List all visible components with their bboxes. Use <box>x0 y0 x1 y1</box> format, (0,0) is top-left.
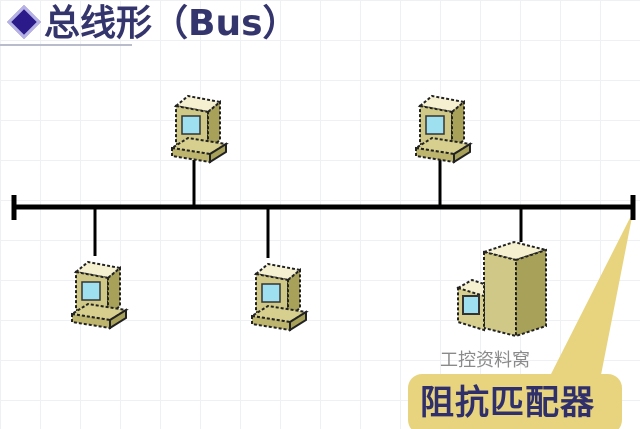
title-underline <box>0 44 132 46</box>
callout-pointer <box>548 212 633 380</box>
workstation-icon <box>251 263 307 331</box>
page-title: 总线形（Bus） <box>6 0 299 48</box>
bus-line <box>11 195 636 220</box>
drop-lines <box>93 158 523 258</box>
title-text: 总线形（Bus） <box>44 3 299 44</box>
callout-box <box>408 374 622 429</box>
server-icon <box>456 240 550 338</box>
watermark: 工控资料窝 <box>440 350 530 371</box>
workstation-icon <box>171 95 227 163</box>
workstation-icon <box>71 261 127 329</box>
workstation-icon <box>415 95 471 163</box>
impedance-matcher-label: 阻抗匹配器 <box>420 383 595 423</box>
